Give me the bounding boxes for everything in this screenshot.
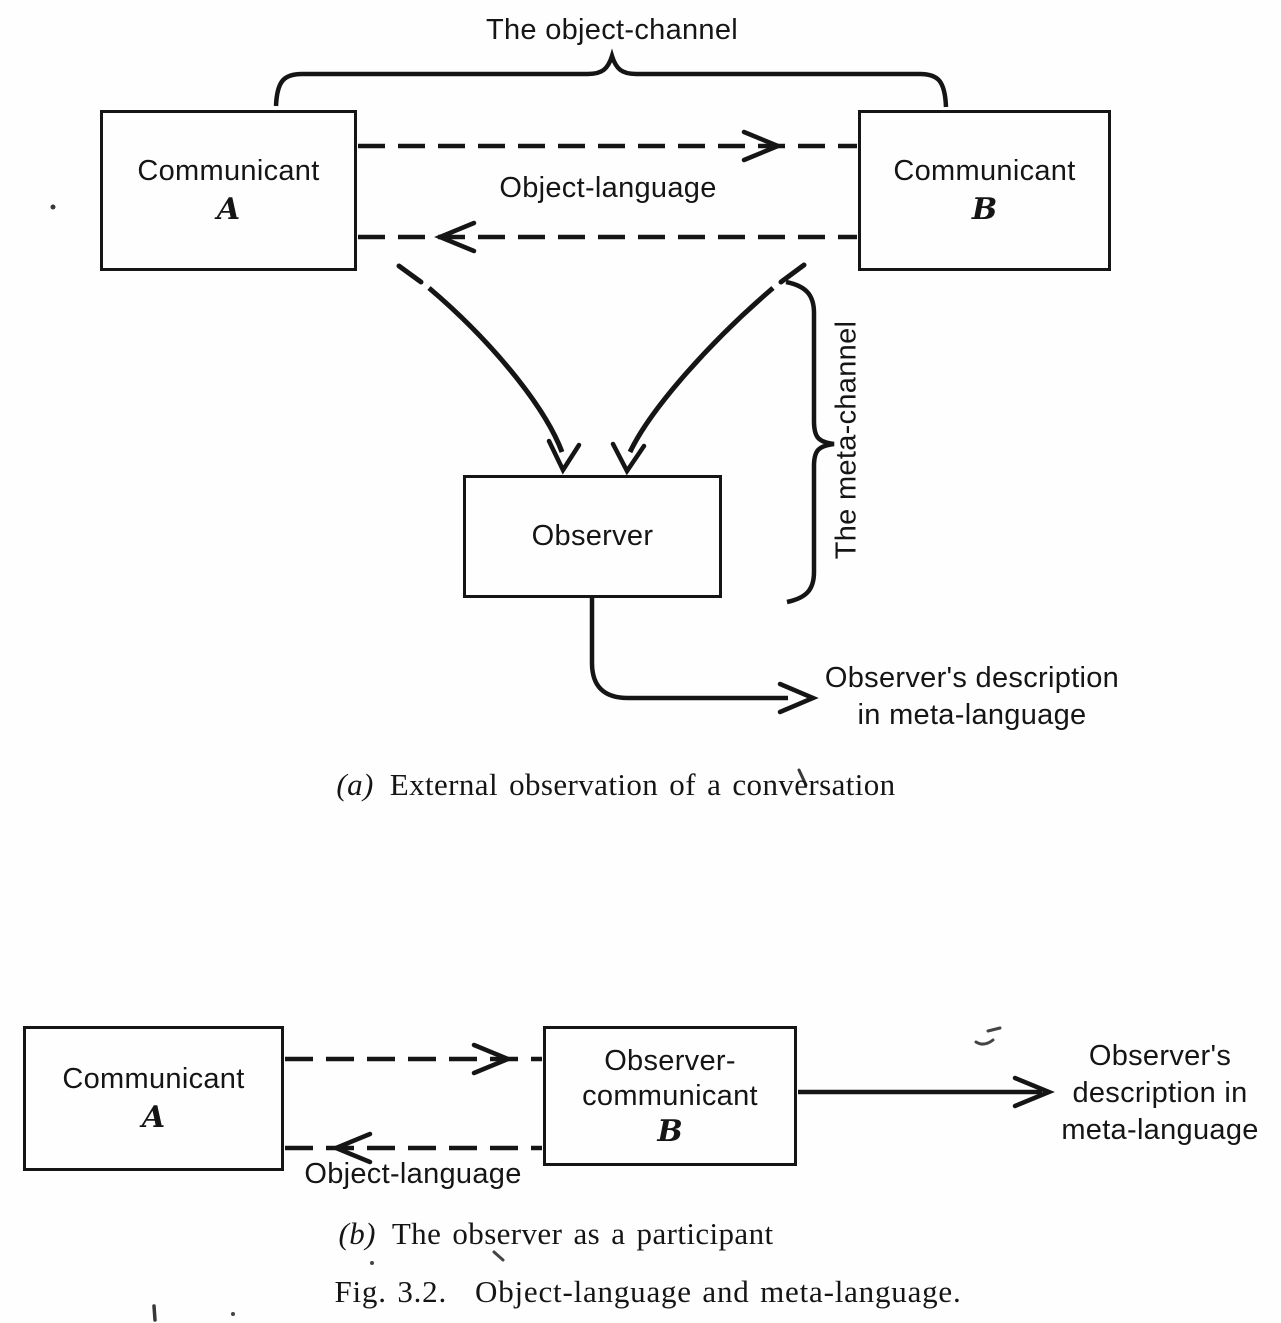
scan-artifact (974, 1026, 1002, 1046)
scan-artifact (152, 1304, 157, 1322)
observer-communicant-line2: communicant (582, 1079, 758, 1112)
arrowhead-curve-b (610, 441, 647, 476)
communicant-b-name: Communicant (893, 155, 1076, 187)
figure-caption-label: Fig. 3.2. (334, 1274, 448, 1309)
communicant-a-letter-b: A (141, 1100, 166, 1135)
curve-b-to-observer-dash (778, 262, 807, 285)
scan-artifact (797, 768, 808, 787)
observer-description-label-b: Observer's description in meta-language (1061, 1038, 1258, 1149)
observer-communicant-letter: B (657, 1113, 683, 1149)
observer-description-b-line2: description in (1072, 1077, 1248, 1109)
communicant-a-letter: A (216, 192, 241, 227)
observer-description-line2: in meta-language (857, 699, 1087, 731)
curve-a-to-observer-dash (396, 263, 424, 285)
arrowhead-b-to-a (434, 220, 477, 254)
observer-description-label-a: Observer's description in meta-language (825, 660, 1119, 734)
object-language-label-a: Object-language (499, 172, 717, 204)
meta-channel-label: The meta-channel (830, 320, 863, 560)
communicant-a-box: Communicant A (100, 110, 357, 271)
observer-description-b-line3: meta-language (1061, 1114, 1259, 1146)
caption-a-text: External observation of a conversation (389, 767, 896, 802)
scan-artifact (231, 1312, 235, 1316)
object-language-label-b: Object-language (304, 1158, 522, 1190)
observer-description-line1: Observer's description (824, 662, 1120, 694)
arrowhead-curve-a (546, 438, 582, 475)
communicant-a-name: Communicant (137, 155, 320, 187)
communicant-b-letter: B (971, 192, 998, 227)
object-channel-brace (273, 48, 949, 108)
arrowhead-ob-output (1012, 1075, 1055, 1109)
arrowhead-a-to-b (741, 129, 784, 163)
observer-communicant-box: Observer- communicant B (543, 1026, 797, 1166)
scan-artifact (492, 1250, 505, 1262)
observer-label: Observer (531, 520, 654, 552)
observer-box: Observer (463, 475, 722, 598)
caption-a-prefix: (a) (336, 767, 374, 802)
caption-b-text: The observer as a participant (391, 1216, 774, 1251)
communicant-a-box-b: Communicant A (23, 1026, 284, 1171)
observer-output-line (589, 597, 788, 701)
caption-a: (a) External observation of a conversatio… (336, 767, 895, 803)
figure-caption: Fig. 3.2. Object-language and meta-langu… (334, 1274, 961, 1310)
communicant-b-box: Communicant B (858, 110, 1111, 271)
arrowhead-ob-to-a (330, 1131, 373, 1165)
curve-b-to-observer (627, 286, 775, 454)
arrowhead-observer-output (777, 681, 819, 715)
meta-channel-brace (785, 279, 835, 605)
scan-artifact (370, 1261, 374, 1265)
communicant-a-name-b: Communicant (62, 1063, 245, 1095)
curve-a-to-observer (427, 286, 565, 453)
caption-b-prefix: (b) (338, 1216, 376, 1251)
caption-b: (b) The observer as a participant (338, 1216, 773, 1252)
observer-description-b-line1: Observer's (1088, 1040, 1232, 1072)
figure-caption-title: Object-language and meta-language. (475, 1274, 962, 1309)
observer-communicant-line1: Observer- (604, 1044, 736, 1077)
arrowhead-a-to-ob (471, 1042, 514, 1076)
scan-artifact (50, 204, 56, 210)
object-channel-label: The object-channel (485, 14, 739, 46)
